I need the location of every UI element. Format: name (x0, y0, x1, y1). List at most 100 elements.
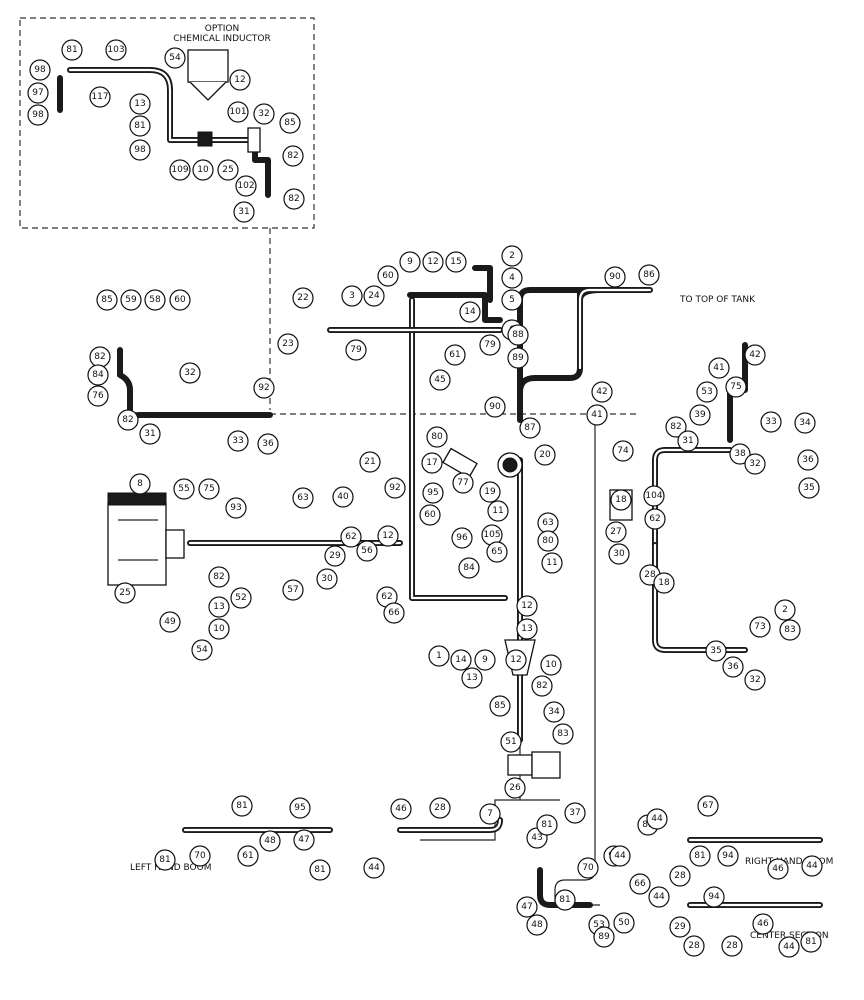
part-callout: 18 (653, 572, 675, 594)
callout-number: 93 (230, 503, 241, 513)
part-callout: 51 (500, 731, 522, 753)
part-callout: 25 (114, 582, 136, 604)
part-callout: 98 (27, 104, 49, 126)
callout-circle (613, 912, 635, 934)
callout-number: 26 (509, 783, 521, 793)
part-callout: 36 (797, 449, 819, 471)
callout-number: 32 (749, 675, 760, 685)
part-callout: 82 (117, 409, 139, 431)
part-callout: 14 (459, 301, 481, 323)
callout-number: 11 (492, 506, 503, 516)
callout-circle (505, 649, 527, 671)
callout-number: 81 (559, 895, 570, 905)
part-callout: 90 (604, 266, 626, 288)
callout-number: 85 (494, 701, 505, 711)
part-callout: 83 (552, 723, 574, 745)
callout-circle (683, 935, 705, 957)
callout-circle (233, 201, 255, 223)
callout-number: 117 (91, 92, 108, 102)
callout-number: 82 (94, 352, 105, 362)
callout-number: 12 (521, 601, 532, 611)
part-callout: 29 (669, 916, 691, 938)
callout-circle (610, 489, 632, 511)
callout-number: 10 (213, 624, 225, 634)
callout-number: 62 (381, 592, 392, 602)
callout-number: 98 (32, 110, 44, 120)
callout-circle (341, 285, 363, 307)
part-callout: 81 (689, 845, 711, 867)
part-callout: 76 (87, 385, 109, 407)
callout-number: 102 (237, 181, 254, 191)
callout-circle (459, 301, 481, 323)
callout-number: 4 (509, 273, 515, 283)
callout-circle (421, 452, 443, 474)
callout-circle (536, 814, 558, 836)
part-callout: 2 (501, 245, 523, 267)
callout-circle (227, 101, 249, 123)
part-callout: 22 (292, 287, 314, 309)
filter-assembly (442, 447, 633, 779)
callout-number: 50 (618, 918, 630, 928)
callout-circle (708, 357, 730, 379)
callout-circle (292, 487, 314, 509)
part-callout: 89 (593, 926, 615, 948)
callout-number: 82 (288, 194, 299, 204)
center-section-label: CENTER SECTION (750, 931, 829, 941)
callout-circle (452, 472, 474, 494)
part-callout: 44 (778, 936, 800, 958)
callout-number: 62 (649, 514, 660, 524)
callout-circle (208, 596, 230, 618)
inductor-hopper (187, 49, 229, 83)
callout-number: 83 (784, 625, 795, 635)
callout-number: 31 (238, 207, 249, 217)
callout-number: 89 (598, 932, 610, 942)
callout-number: 101 (229, 107, 246, 117)
callout-circle (293, 829, 315, 851)
callout-number: 81 (541, 820, 552, 830)
part-callout: 7 (479, 803, 501, 825)
part-callout: 73 (749, 616, 771, 638)
callout-circle (429, 797, 451, 819)
part-callout: 81 (800, 931, 822, 953)
callout-circle (444, 344, 466, 366)
callout-number: 47 (298, 835, 309, 845)
callout-number: 82 (213, 572, 224, 582)
callout-circle (451, 527, 473, 549)
callout-number: 81 (642, 820, 653, 830)
callout-circle (697, 795, 719, 817)
callout-circle (231, 795, 253, 817)
part-callout: 57 (282, 579, 304, 601)
callout-circle (316, 568, 338, 590)
part-callout: 58 (144, 289, 166, 311)
part-callout: 28 (721, 935, 743, 957)
callout-circle (169, 159, 191, 181)
callout-number: 23 (282, 339, 293, 349)
callout-circle (422, 482, 444, 504)
callout-number: 32 (749, 459, 760, 469)
callout-number: 30 (613, 549, 625, 559)
callout-number: 97 (32, 88, 43, 98)
callout-circle (543, 701, 565, 723)
callout-circle (419, 504, 441, 526)
callout-number: 86 (643, 270, 655, 280)
part-callout: 35 (705, 640, 727, 662)
part-callout: 75 (198, 478, 220, 500)
part-callout: 50 (613, 912, 635, 934)
callout-number: 42 (749, 350, 760, 360)
part-callout: 41 (586, 404, 608, 426)
part-callout: 81 (231, 795, 253, 817)
callout-number: 85 (101, 295, 112, 305)
callout-number: 73 (754, 622, 765, 632)
part-callout: 70 (189, 845, 211, 867)
part-callout: 92 (384, 477, 406, 499)
part-callout: 85 (279, 112, 301, 134)
callout-circle (114, 582, 136, 604)
callout-circle (609, 845, 631, 867)
callout-circle (356, 540, 378, 562)
part-callout: 85 (489, 695, 511, 717)
callout-circle (760, 411, 782, 433)
part-callout: 84 (87, 364, 109, 386)
part-callout: 18 (610, 489, 632, 511)
callout-circle (519, 417, 541, 439)
